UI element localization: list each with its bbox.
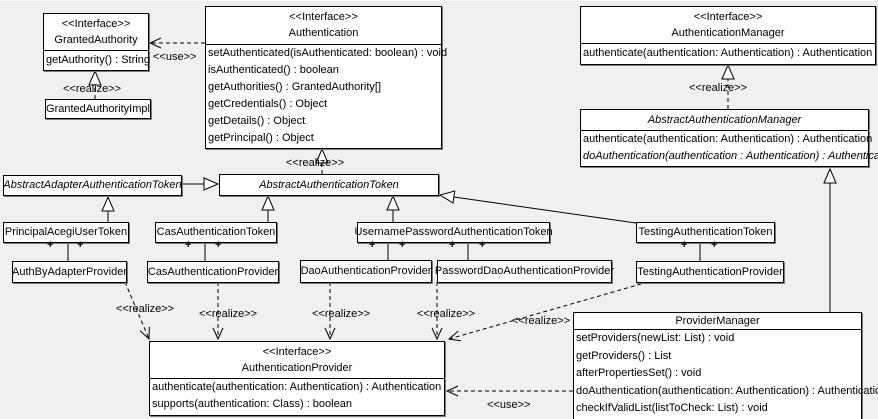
class-name: AuthenticationManager — [671, 27, 785, 39]
class-principal-acegi-user-token[interactable]: PrincipalAcegiUserToken — [3, 222, 129, 243]
method-label: supports(authentication: Class) : boolea… — [152, 398, 352, 410]
edge-label-use: <<use>> — [153, 51, 197, 63]
association-end-plus: + — [185, 239, 192, 251]
edge-label-realize: <<realize>> — [312, 308, 371, 320]
method-label: doAuthentication(authentication : Authen… — [583, 150, 878, 162]
class-name: AuthByAdapterProvider — [12, 265, 127, 278]
edge-label-realize: <<realize>> — [512, 315, 571, 327]
class-name: AuthenticationProvider — [241, 362, 353, 374]
association-end-plus: + — [215, 239, 222, 251]
method-label: checkIfValidList(listToCheck: List) : vo… — [576, 402, 768, 415]
class-provider-manager[interactable]: ProviderManager setProviders(newList: Li… — [573, 312, 878, 419]
edge-label-realize: <<realize>> — [199, 308, 258, 320]
class-name: GrantedAuthorityImpl — [46, 102, 150, 115]
class-abstract-adapter-authentication-token[interactable]: AbstractAdapterAuthenticationToken — [3, 175, 182, 196]
method-label: getAuthorities() : GrantedAuthority[] — [208, 81, 382, 93]
edge-label-realize: <<realize>> — [689, 82, 748, 94]
method-label: afterPropertiesSet() : void — [576, 367, 702, 380]
class-testing-authentication-provider[interactable]: TestingAuthenticationProvider — [636, 261, 784, 283]
class-name: AbstractAuthenticationManager — [647, 113, 802, 126]
association-end-plus: + — [77, 239, 84, 251]
edge-label-realize: <<realize>> — [286, 157, 345, 169]
association-end-plus: + — [479, 239, 486, 251]
method-label: getDetails() : Object — [208, 115, 306, 127]
class-name: TestingAuthenticationToken — [638, 226, 773, 238]
edge-realize-authbyadapterprovider — [124, 281, 150, 341]
class-name: TestingAuthenticationProvider — [637, 265, 783, 278]
class-name: GrantedAuthority — [54, 34, 138, 46]
class-cas-authentication-token[interactable]: CasAuthenticationToken — [155, 222, 277, 243]
association-end-plus: + — [711, 239, 718, 251]
class-name: CasAuthenticationProvider — [147, 265, 279, 278]
class-name: PasswordDaoAuthenticationProvider — [434, 265, 615, 277]
class-name: AbstractAuthenticationToken — [259, 178, 399, 191]
class-name: AbstractAdapterAuthenticationToken — [3, 179, 182, 191]
association-end-plus: + — [681, 239, 688, 251]
method-label: isAuthenticated() : boolean — [208, 64, 339, 76]
method-label: authenticate(authentication: Authenticat… — [152, 381, 442, 393]
edge-label-realize: <<realize>> — [417, 308, 476, 320]
method-label: setAuthenticated(isAuthenticated: boolea… — [208, 47, 448, 59]
method-label: getAuthority() : String — [46, 54, 150, 66]
method-label: setProviders(newList: List) : void — [576, 332, 735, 344]
class-granted-authority-impl[interactable]: GrantedAuthorityImpl — [45, 99, 151, 119]
stereotype-label: <<Interface>> — [693, 11, 763, 23]
edge-label-use: <<use>> — [487, 399, 531, 411]
method-label: authenticate(authentication: Authenticat… — [583, 133, 873, 145]
edge-label-realize: <<realize>> — [63, 83, 122, 95]
class-username-password-authentication-token[interactable]: UsernamePasswordAuthenticationToken — [354, 222, 553, 243]
class-dao-authentication-provider[interactable]: DaoAuthenticationProvider — [300, 260, 432, 283]
edge-label-realize: <<realize>> — [116, 303, 175, 315]
class-abstract-authentication-manager[interactable]: AbstractAuthenticationManager authentica… — [580, 109, 878, 167]
method-label: authenticate(authentication: Authenticat… — [583, 47, 873, 59]
method-label: doAuthentication(authentication: Authent… — [576, 384, 878, 397]
class-authentication-manager[interactable]: <<Interface>> AuthenticationManager auth… — [580, 6, 876, 65]
association-end-plus: + — [399, 239, 406, 251]
class-password-dao-authentication-provider[interactable]: PasswordDaoAuthenticationProvider — [434, 260, 615, 283]
method-label: getProviders() : List — [576, 349, 672, 362]
class-authentication-provider[interactable]: <<Interface>> AuthenticationProvider aut… — [149, 341, 445, 416]
association-end-plus: + — [449, 239, 456, 251]
class-testing-authentication-token[interactable]: TestingAuthenticationToken — [636, 222, 775, 243]
class-auth-by-adapter-provider[interactable]: AuthByAdapterProvider — [12, 261, 127, 283]
class-name: UsernamePasswordAuthenticationToken — [354, 226, 553, 238]
method-label: getCredentials() : Object — [208, 98, 328, 110]
class-name: Authentication — [288, 27, 359, 39]
stereotype-label: <<Interface>> — [262, 346, 332, 358]
class-name: DaoAuthenticationProvider — [300, 265, 432, 277]
class-authentication[interactable]: <<Interface>> Authentication setAuthenti… — [205, 6, 448, 149]
class-abstract-authentication-token[interactable]: AbstractAuthenticationToken — [219, 174, 439, 196]
class-name: PrincipalAcegiUserToken — [4, 226, 128, 238]
association-end-plus: + — [47, 239, 54, 251]
class-name: CasAuthenticationToken — [156, 226, 276, 238]
association-end-plus: + — [369, 239, 376, 251]
class-name: ProviderManager — [675, 314, 760, 327]
method-label: getPrincipal() : Object — [208, 132, 314, 144]
class-cas-authentication-provider[interactable]: CasAuthenticationProvider — [147, 261, 279, 283]
edge-gen-testingauthenticationtoken — [440, 195, 637, 224]
stereotype-label: <<Interface>> — [61, 18, 131, 30]
class-granted-authority[interactable]: <<Interface>> GrantedAuthority getAuthor… — [43, 13, 150, 71]
stereotype-label: <<Interface>> — [289, 11, 358, 23]
